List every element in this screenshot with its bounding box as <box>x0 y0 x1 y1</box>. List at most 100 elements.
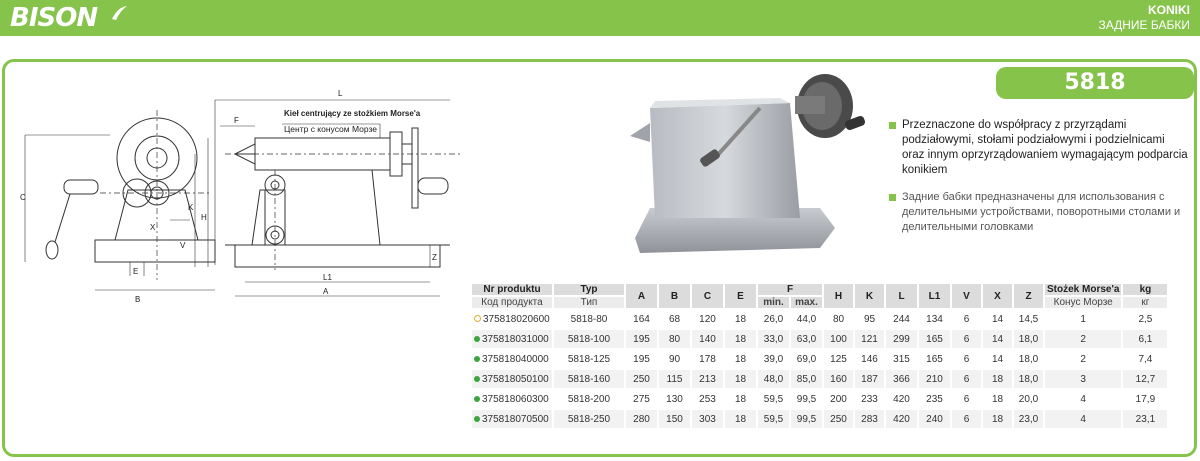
cell-type: 5818-80 <box>554 310 624 328</box>
cell-k: 146 <box>855 350 884 368</box>
dim-label-F: F <box>234 116 239 125</box>
cell-fmax: 99,5 <box>791 390 822 408</box>
cell-k: 95 <box>855 310 884 328</box>
col-F-min: min. <box>758 297 789 308</box>
col-V: V <box>952 284 981 308</box>
col-morse: Stożek Morse'a <box>1045 284 1122 295</box>
cell-l1: 210 <box>919 370 950 388</box>
cell-c: 213 <box>692 370 723 388</box>
cell-fmin: 59,5 <box>758 390 789 408</box>
model-number: 5818 <box>996 67 1194 99</box>
cell-l1: 165 <box>919 350 950 368</box>
cell-x: 18 <box>983 390 1012 408</box>
cell-kg: 12,7 <box>1123 370 1168 388</box>
cell-type: 5818-160 <box>554 370 624 388</box>
cell-l: 299 <box>886 330 917 348</box>
callout-pl: Kieł centrujący ze stożkiem Morse'a <box>284 109 421 118</box>
description: Przeznaczone do współpracy z przyrządami… <box>888 118 1188 247</box>
description-pl: Przeznaczone do współpracy z przyrządami… <box>888 118 1188 178</box>
col-C: C <box>692 284 723 308</box>
cell-morse: 2 <box>1045 350 1122 368</box>
logo-swoosh-icon <box>112 6 127 20</box>
status-dot-icon <box>474 375 480 382</box>
cell-e: 18 <box>725 390 756 408</box>
col-type-ru: Тип <box>554 297 624 308</box>
cell-l1: 134 <box>919 310 950 328</box>
cell-fmin: 39,0 <box>758 350 789 368</box>
description-ru: Задние бабки предназначены для использов… <box>888 190 1188 235</box>
col-code: Nr produktu <box>472 284 552 295</box>
cell-x: 14 <box>983 310 1012 328</box>
cell-type: 5818-125 <box>554 350 624 368</box>
cell-z: 18,0 <box>1014 330 1043 348</box>
cell-e: 18 <box>725 370 756 388</box>
col-L1: L1 <box>919 284 950 308</box>
cell-fmin: 33,0 <box>758 330 789 348</box>
cell-z: 18,0 <box>1014 370 1043 388</box>
cell-a: 195 <box>626 350 657 368</box>
status-ring-icon <box>474 315 481 323</box>
cell-c: 253 <box>692 390 723 408</box>
col-H: H <box>824 284 853 308</box>
cell-a: 250 <box>626 370 657 388</box>
col-code-ru: Код продукта <box>472 297 552 308</box>
status-dot-icon <box>474 415 480 422</box>
cell-c: 303 <box>692 410 723 428</box>
col-kg-ru: кг <box>1123 297 1168 308</box>
cell-kg: 23,1 <box>1123 410 1168 428</box>
cell-a: 195 <box>626 330 657 348</box>
cell-fmax: 69,0 <box>791 350 822 368</box>
cell-code: 375818031000 <box>472 330 552 348</box>
dim-label-X: X <box>150 223 156 232</box>
cell-morse: 1 <box>1045 310 1122 328</box>
cell-v: 6 <box>952 330 981 348</box>
cell-v: 6 <box>952 350 981 368</box>
cell-morse: 4 <box>1045 410 1122 428</box>
cell-kg: 7,4 <box>1123 350 1168 368</box>
cell-v: 6 <box>952 370 981 388</box>
cell-z: 18,0 <box>1014 350 1043 368</box>
end-view-base <box>94 239 216 263</box>
col-morse-ru: Конус Морзе <box>1045 297 1122 308</box>
col-type: Typ <box>554 284 624 295</box>
cell-code: 375818050100 <box>472 370 552 388</box>
col-B: B <box>659 284 690 308</box>
cell-b: 68 <box>659 310 690 328</box>
col-X: X <box>983 284 1012 308</box>
col-Z: Z <box>1014 284 1043 308</box>
cell-b: 130 <box>659 390 690 408</box>
cell-x: 18 <box>983 370 1012 388</box>
cell-b: 80 <box>659 330 690 348</box>
header-bar: BISON KONIKI ЗАДНИЕ БАБКИ <box>0 0 1200 36</box>
cell-type: 5818-200 <box>554 390 624 408</box>
cell-code: 375818020600 <box>472 310 552 328</box>
col-A: A <box>626 284 657 308</box>
cell-x: 14 <box>983 330 1012 348</box>
status-dot-icon <box>474 395 480 402</box>
side-view-base <box>234 244 441 268</box>
cell-e: 18 <box>725 310 756 328</box>
side-view-handle <box>417 177 449 195</box>
dim-label-K: K <box>188 203 194 212</box>
cell-l1: 240 <box>919 410 950 428</box>
cell-l: 244 <box>886 310 917 328</box>
cell-v: 6 <box>952 410 981 428</box>
cell-fmin: 59,5 <box>758 410 789 428</box>
cell-x: 18 <box>983 410 1012 428</box>
technical-drawing: L F C K H X V E B L1 A Z Kieł centrujący… <box>20 89 460 304</box>
end-view-handle <box>63 179 99 195</box>
bullet-square-icon <box>889 194 896 201</box>
cell-type: 5818-250 <box>554 410 624 428</box>
cell-kg: 6,1 <box>1123 330 1168 348</box>
cell-z: 23,0 <box>1014 410 1043 428</box>
cell-c: 140 <box>692 330 723 348</box>
dim-label-B: B <box>135 295 140 304</box>
cell-h: 125 <box>824 350 853 368</box>
cell-c: 120 <box>692 310 723 328</box>
callout-ru: Центр с конусом Морзе <box>284 124 377 134</box>
cell-k: 283 <box>855 410 884 428</box>
